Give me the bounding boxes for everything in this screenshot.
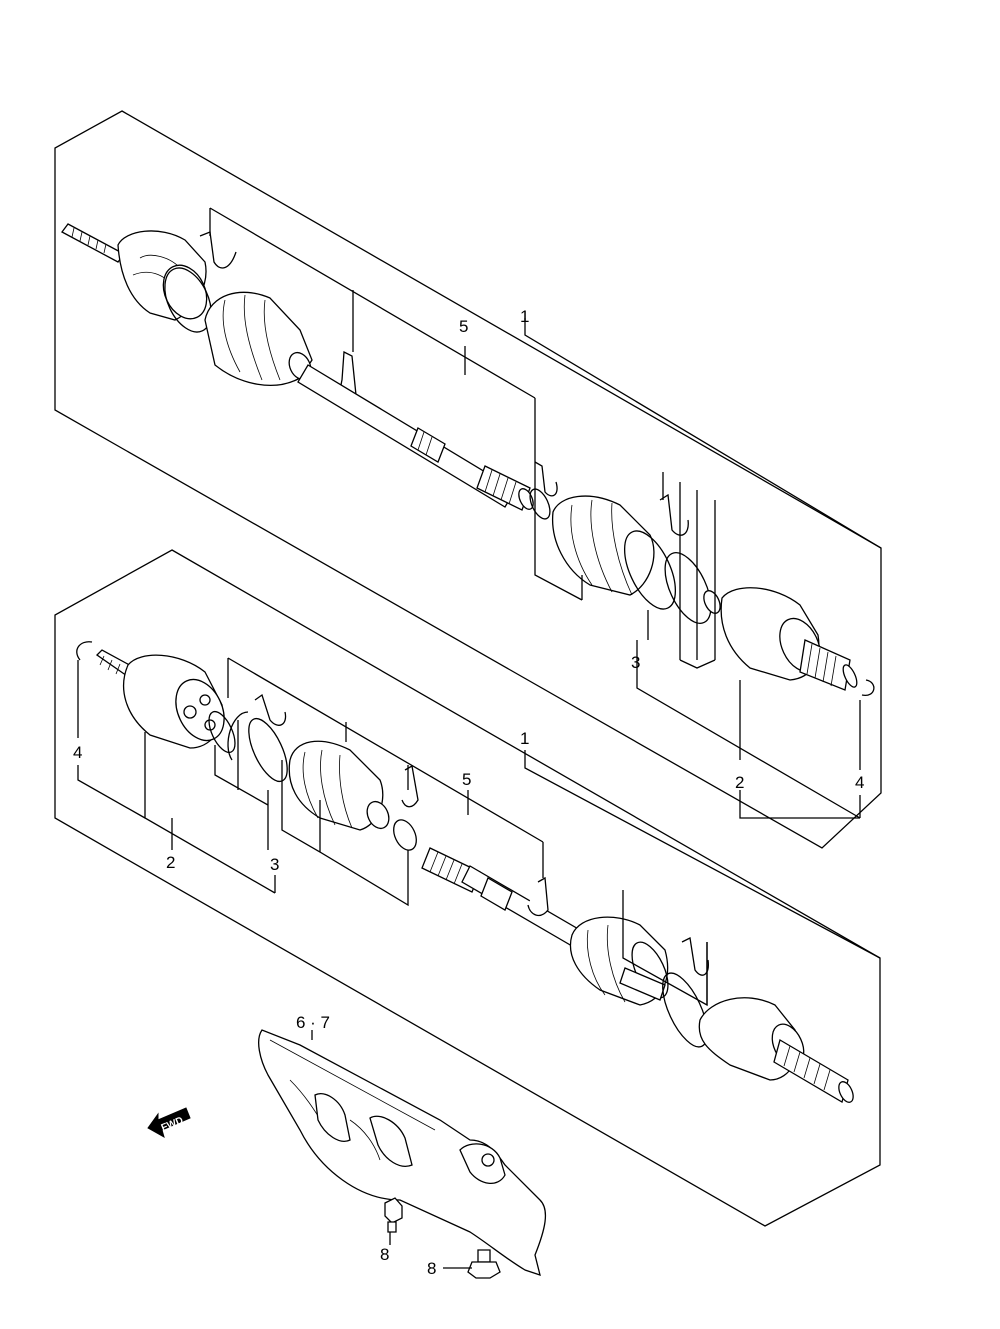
upper-callout-shaft-kit: 5 — [459, 317, 468, 336]
lower-leader-lines — [77, 657, 881, 1007]
lower-boot-set — [208, 693, 419, 851]
upper-inner-joint — [720, 587, 875, 696]
bolt-right-callout: 8 — [427, 1259, 436, 1278]
upper-callout-joint: 2 — [735, 773, 744, 792]
lower-callout-joint: 2 — [166, 853, 175, 872]
lower-assembly: 1 5 3 2 4 — [54, 549, 881, 1227]
upper-inner-boot-set — [529, 461, 721, 624]
fwd-arrow-icon: FWD — [147, 1107, 191, 1139]
lower-callout-assembly: 1 — [520, 729, 529, 748]
lower-callout-circlip: 4 — [73, 743, 82, 762]
bolt-left-callout: 8 — [380, 1245, 389, 1264]
upper-callout-assembly: 1 — [520, 307, 529, 326]
upper-callout-circlip: 4 — [855, 773, 864, 792]
lower-circlip — [76, 641, 93, 661]
upper-leader-lines — [209, 207, 882, 819]
bolt-left: 8 — [380, 1197, 403, 1264]
upper-assembly: 1 5 3 2 4 — [54, 110, 882, 849]
lower-drive-shaft — [421, 847, 854, 1103]
lower-callout-boot-set: 3 — [270, 855, 279, 874]
lower-callout-shaft-kit: 5 — [462, 770, 471, 789]
upper-drive-shaft — [61, 223, 534, 511]
bolt-right: 8 — [427, 1249, 501, 1279]
heat-shield-callout: 6 · 7 — [296, 1013, 330, 1032]
heat-shield: 6 · 7 — [258, 1013, 547, 1276]
upper-callout-boot-set: 3 — [631, 653, 640, 672]
lower-inner-joint — [95, 649, 225, 749]
